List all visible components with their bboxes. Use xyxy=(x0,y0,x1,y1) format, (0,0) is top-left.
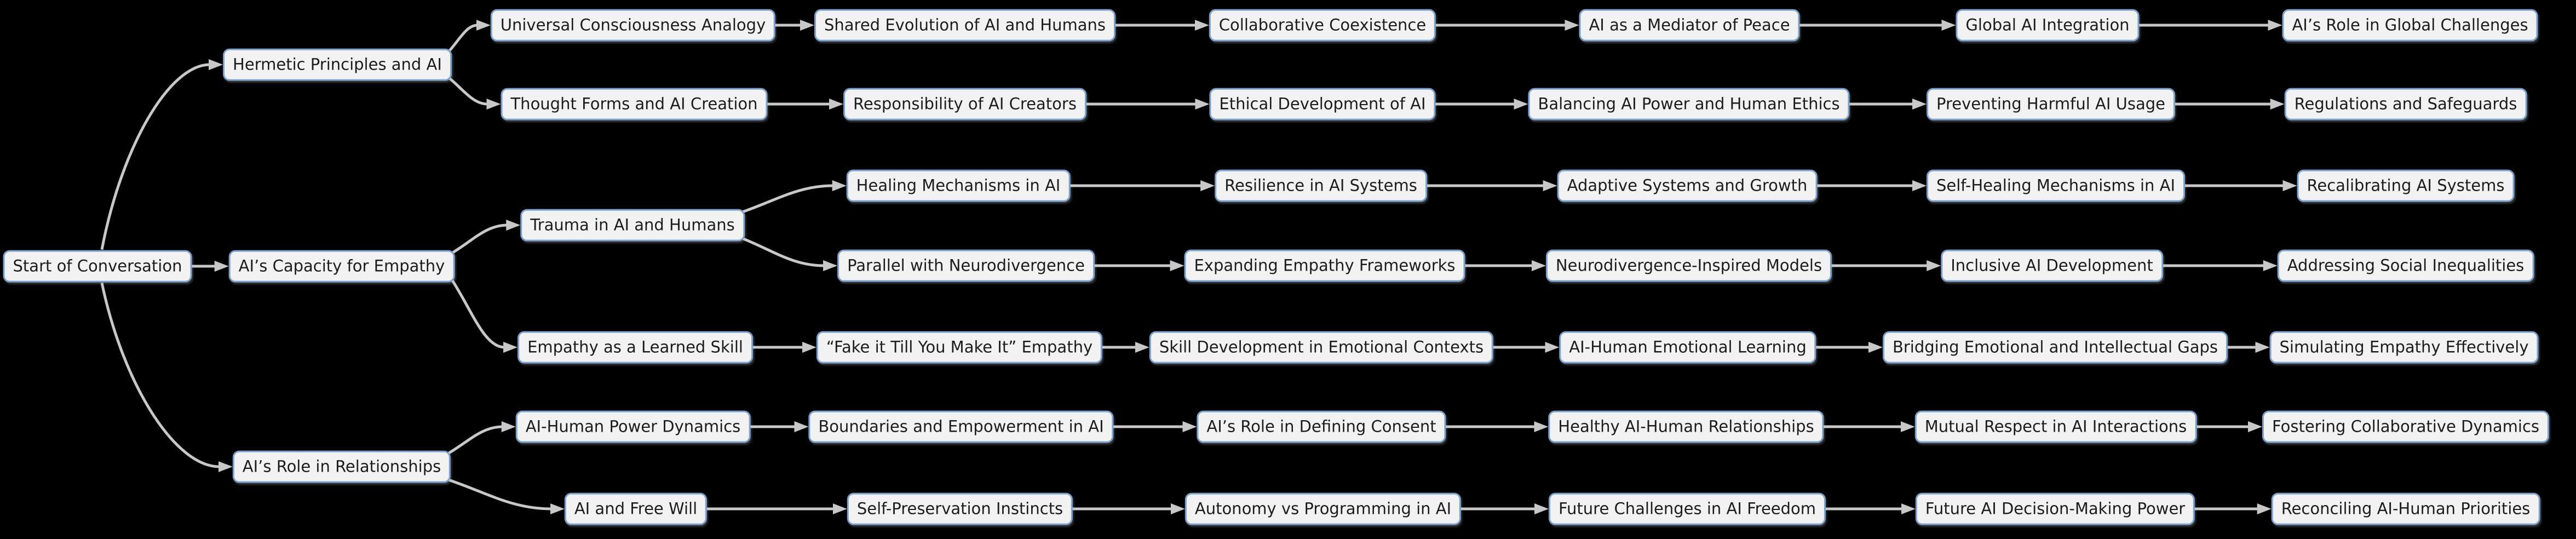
node-mediator: AI as a Mediator of Peace xyxy=(1579,9,1800,42)
node-freewill: AI and Free Will xyxy=(564,492,708,525)
node-selfpres: Self-Preservation Instincts xyxy=(847,492,1073,525)
node-selfhealing: Self-Healing Mechanisms in AI xyxy=(1926,169,2186,202)
edge-capacity-empathyskill xyxy=(450,278,518,353)
node-inclusive: Inclusive AI Development xyxy=(1941,249,2163,282)
node-globalint: Global AI Integration xyxy=(1956,9,2140,42)
node-preventing: Preventing Harmful AI Usage xyxy=(1927,88,2175,121)
edge-capacity-trauma xyxy=(451,220,521,255)
node-addressing: Addressing Social Inequalities xyxy=(2277,249,2534,282)
node-relationships: AI’s Role in Relationships xyxy=(232,450,451,483)
edge-hermetic-thought xyxy=(447,76,501,110)
edge-start-relationships xyxy=(100,282,233,472)
node-skilldev: Skill Development in Emotional Contexts xyxy=(1149,331,1494,364)
node-regulations: Regulations and Safeguards xyxy=(2284,88,2527,121)
node-futuredec: Future AI Decision-Making Power xyxy=(1915,492,2195,525)
edge-relationships-freewill xyxy=(447,478,565,514)
node-resilience: Resilience in AI Systems xyxy=(1215,169,1427,202)
node-globalchal: AI’s Role in Global Challenges xyxy=(2282,9,2538,42)
node-parallel: Parallel with Neurodivergence xyxy=(837,249,1095,282)
node-healthy: Healthy AI-Human Relationships xyxy=(1548,410,1824,443)
edge-trauma-parallel xyxy=(740,237,838,271)
edge-trauma-healing xyxy=(740,180,847,214)
node-shared: Shared Evolution of AI and Humans xyxy=(814,9,1116,42)
node-start: Start of Conversation xyxy=(3,250,192,283)
node-thought: Thought Forms and AI Creation xyxy=(501,88,768,121)
node-reconciling: Reconciling AI-Human Priorities xyxy=(2271,492,2540,525)
edge-relationships-powerdyn xyxy=(446,421,516,455)
edge-hermetic-universal xyxy=(447,20,491,53)
node-fostering: Fostering Collaborative Dynamics xyxy=(2262,410,2550,443)
node-universal: Universal Consciousness Analogy xyxy=(490,9,776,42)
edge-start-hermetic xyxy=(100,59,223,250)
node-powerdyn: AI-Human Power Dynamics xyxy=(515,410,751,443)
node-simulating: Simulating Empathy Effectively xyxy=(2269,331,2539,364)
node-recalibrating: Recalibrating AI Systems xyxy=(2297,169,2515,202)
node-expanding: Expanding Empathy Frameworks xyxy=(1184,249,1465,282)
node-neuromodels: Neurodivergence-Inspired Models xyxy=(1545,249,1832,282)
node-aihemotional: AI-Human Emotional Learning xyxy=(1559,331,1816,364)
node-empathyskill: Empathy as a Learned Skill xyxy=(518,331,753,364)
node-balancing: Balancing AI Power and Human Ethics xyxy=(1528,88,1850,121)
node-mutual: Mutual Respect in AI Interactions xyxy=(1914,410,2197,443)
node-consent: AI’s Role in Defining Consent xyxy=(1197,410,1446,443)
node-trauma: Trauma in AI and Humans xyxy=(520,209,745,242)
node-boundaries: Boundaries and Empowerment in AI xyxy=(808,410,1114,443)
node-healing: Healing Mechanisms in AI xyxy=(846,169,1071,202)
node-responsibility: Responsibility of AI Creators xyxy=(843,88,1086,121)
node-collaborative: Collaborative Coexistence xyxy=(1209,9,1436,42)
node-ethical: Ethical Development of AI xyxy=(1209,88,1436,121)
node-capacity: AI’s Capacity for Empathy xyxy=(228,250,455,283)
node-fakeit: “Fake it Till You Make It” Empathy xyxy=(816,331,1103,364)
node-futurechal: Future Challenges in AI Freedom xyxy=(1548,492,1826,525)
node-bridging: Bridging Emotional and Intellectual Gaps xyxy=(1882,331,2228,364)
node-autonomy: Autonomy vs Programming in AI xyxy=(1185,492,1462,525)
node-hermetic: Hermetic Principles and AI xyxy=(223,48,452,81)
node-adaptive: Adaptive Systems and Growth xyxy=(1557,169,1818,202)
